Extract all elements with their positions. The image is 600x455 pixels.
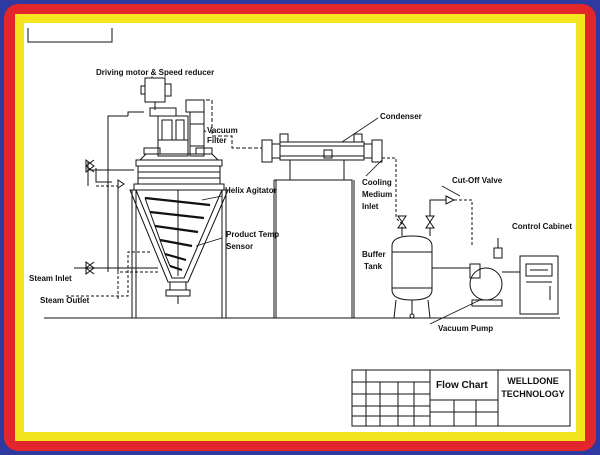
title-block-company-2: TECHNOLOGY (501, 389, 565, 399)
label-steam-outlet: Steam Outlet (40, 296, 90, 305)
label-condenser: Condenser (380, 112, 422, 121)
title-block-title: Flow Chart (436, 380, 488, 391)
condenser (261, 133, 403, 318)
label-driving-motor: Driving motor & Speed reducer (96, 68, 215, 77)
control-cabinet (519, 255, 559, 315)
title-block-company-1: WELLDONE (507, 376, 559, 386)
label-buffer-2: Tank (364, 262, 383, 271)
label-steam-inlet: Steam Inlet (29, 274, 72, 283)
label-cutoff-valve: Cut-Off Valve (452, 176, 503, 185)
label-product-temp-1: Product Temp (226, 230, 280, 239)
label-vacuum-filter-1: Vacuum (207, 126, 238, 135)
corner-stamp (27, 28, 113, 43)
label-product-temp-2: Sensor (226, 242, 254, 251)
label-vacuum-pump: Vacuum Pump (438, 324, 494, 333)
vacuum-line (203, 99, 262, 149)
label-buffer-1: Buffer (362, 250, 386, 259)
label-cooling-1: Cooling (362, 178, 392, 187)
title-block (351, 369, 571, 427)
buffer-tank (391, 195, 473, 319)
label-cooling-2: Medium (362, 190, 393, 199)
label-helix-agitator: Helix Agitator (225, 186, 277, 195)
leader-lines (151, 76, 481, 325)
steam-piping (66, 111, 158, 300)
label-vacuum-filter-2: Filter (207, 136, 227, 145)
label-control-cabinet: Control Cabinet (512, 222, 572, 231)
vacuum-pump (432, 238, 520, 307)
drawing-sheet (24, 23, 576, 432)
label-cooling-3: Inlet (362, 202, 379, 211)
conical-dryer (129, 77, 229, 318)
